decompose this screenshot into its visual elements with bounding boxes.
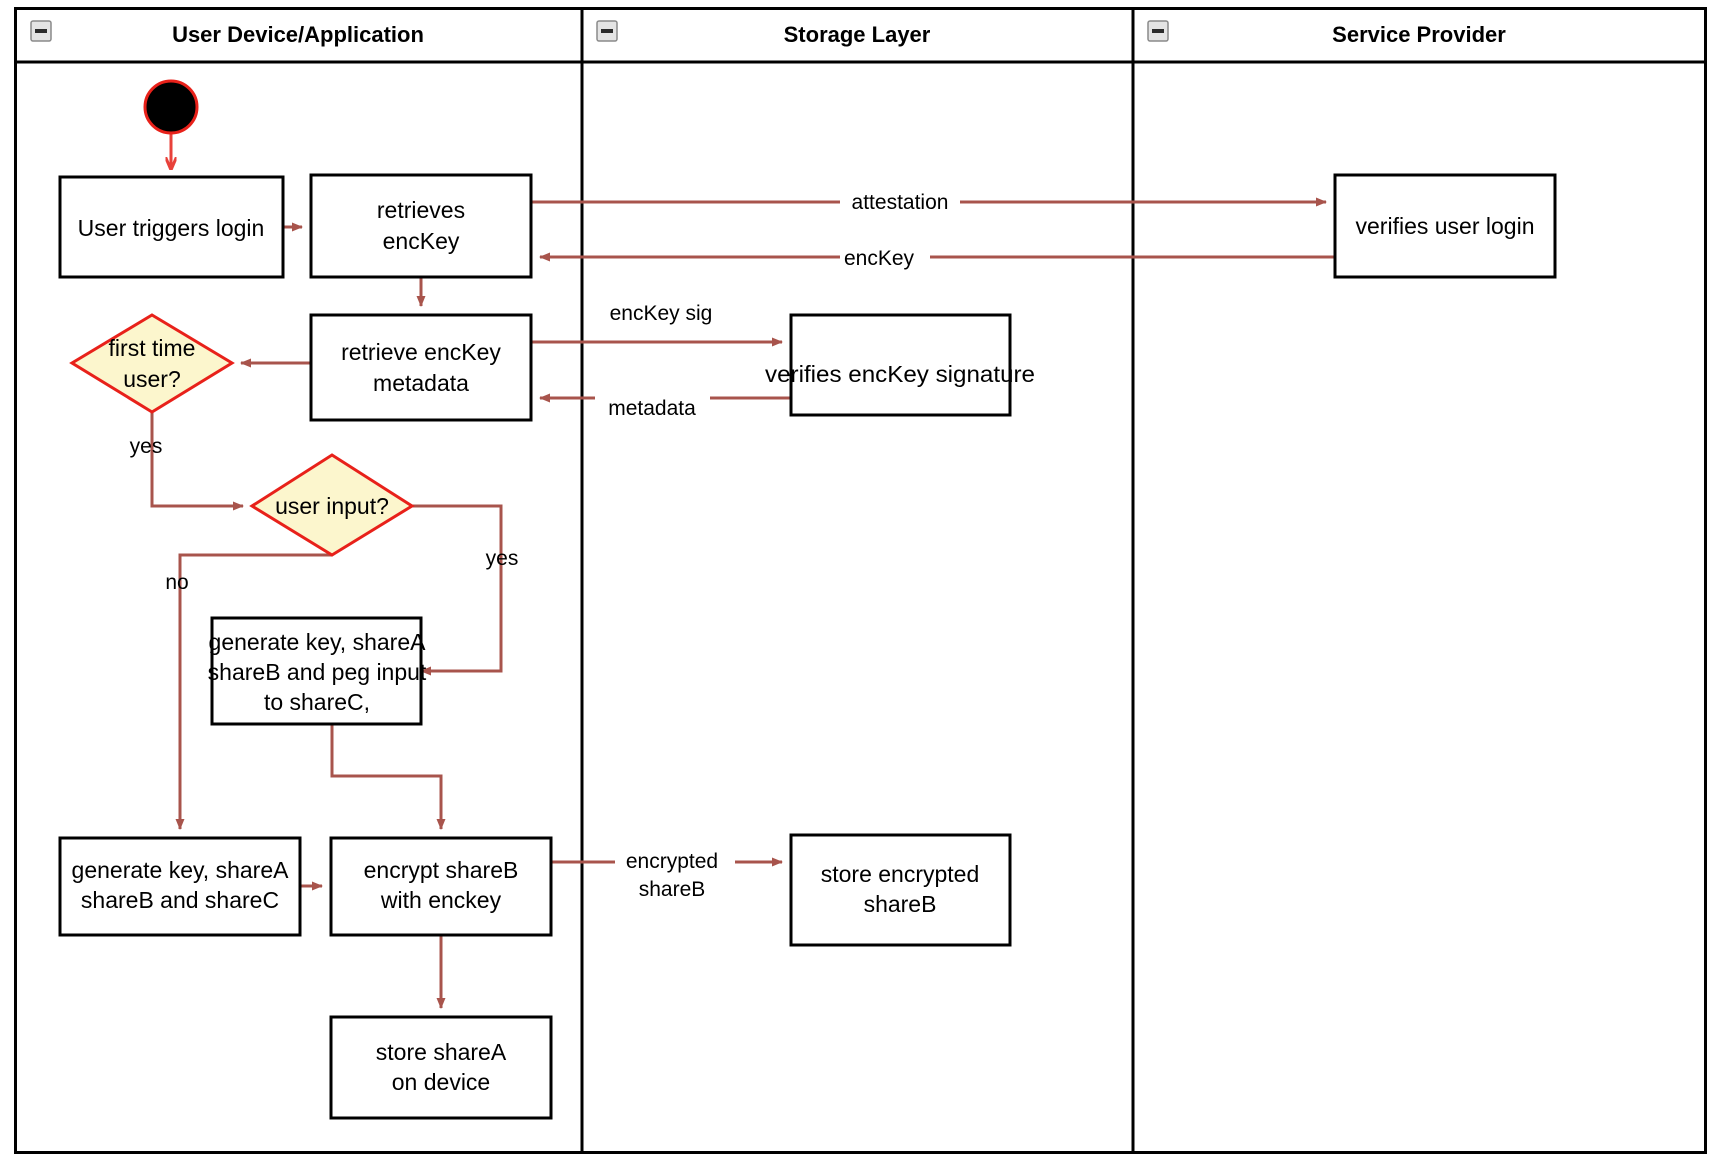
edge-label-encrypted-shareb-line1: encrypted bbox=[626, 850, 718, 873]
node-label-store-sharea-line1: store shareA bbox=[376, 1039, 507, 1065]
edge-label-backdrop-attestation bbox=[840, 190, 960, 214]
node-user-triggers-login[interactable]: User triggers login bbox=[58, 175, 285, 279]
node-label-verifies-enckey-signature: verifies encKey signature bbox=[765, 361, 1035, 387]
node-generate-peg-input[interactable]: generate key, shareA shareB and peg inpu… bbox=[208, 616, 427, 726]
edge-label-backdrop-enckey-sig bbox=[600, 300, 720, 326]
node-label-store-encrypted-shareb-line2: shareB bbox=[864, 891, 937, 917]
edge-user-input-yes bbox=[412, 504, 503, 676]
edge-label-backdrop-metadata bbox=[595, 396, 710, 422]
edge-label-enckey-sig: encKey sig bbox=[610, 302, 713, 325]
node-label-first-time-user-line1: first time bbox=[109, 335, 196, 361]
lane-header-user-device: User Device/Application bbox=[30, 20, 424, 47]
edge-label-enckey: encKey bbox=[844, 247, 915, 270]
node-encrypt-shareb[interactable]: encrypt shareB with enckey bbox=[329, 836, 553, 937]
node-label-generate-sharec-line2: shareB and shareC bbox=[81, 887, 279, 913]
node-label-peg-input-line2: shareB and peg input bbox=[208, 659, 427, 685]
node-first-time-user-decision[interactable]: first time user? bbox=[69, 313, 235, 414]
minus-square-icon[interactable] bbox=[596, 20, 618, 42]
lane-header-service-provider: Service Provider bbox=[1147, 20, 1506, 47]
node-label-store-sharea-line2: on device bbox=[392, 1069, 490, 1095]
node-verifies-enckey-signature[interactable]: verifies encKey signature bbox=[765, 313, 1035, 417]
edge-label-attestation: attestation bbox=[852, 191, 949, 214]
node-label-generate-sharec-line1: generate key, shareA bbox=[72, 857, 290, 883]
edge-first-time-user-yes bbox=[150, 412, 244, 511]
edge-label-metadata: metadata bbox=[608, 397, 696, 420]
edge-layer: attestation encKey encKey sig metadata y… bbox=[130, 126, 1335, 1009]
lane-title-service-provider: Service Provider bbox=[1332, 22, 1506, 47]
node-retrieve-enckey-metadata[interactable]: retrieve encKey metadata bbox=[309, 313, 533, 422]
edge-label-no-user-input: no bbox=[165, 571, 188, 594]
node-label-retrieve-metadata-line1: retrieve encKey bbox=[341, 339, 501, 365]
node-label-user-triggers-login: User triggers login bbox=[78, 215, 265, 241]
node-verifies-user-login[interactable]: verifies user login bbox=[1333, 173, 1557, 279]
lane-header-storage: Storage Layer bbox=[596, 20, 931, 47]
node-label-encrypt-shareb-line1: encrypt shareB bbox=[364, 857, 519, 883]
node-generate-sharec[interactable]: generate key, shareA shareB and shareC bbox=[58, 836, 302, 937]
node-retrieves-enckey[interactable]: retrieves encKey bbox=[309, 173, 533, 279]
edge-label-backdrop-encrypted-shareb bbox=[615, 840, 735, 896]
minus-square-icon[interactable] bbox=[1147, 20, 1169, 42]
edge-peg-input-to-encrypt bbox=[330, 724, 446, 830]
node-label-verifies-user-login: verifies user login bbox=[1356, 213, 1535, 239]
node-label-encrypt-shareb-line2: with enckey bbox=[380, 887, 502, 913]
edge-user-input-no bbox=[175, 553, 332, 830]
node-label-peg-input-line1: generate key, shareA bbox=[209, 629, 427, 655]
minus-square-icon[interactable] bbox=[30, 20, 52, 42]
node-label-user-input: user input? bbox=[275, 493, 389, 519]
node-user-input-decision[interactable]: user input? bbox=[249, 453, 415, 557]
edge-label-yes-first-time: yes bbox=[130, 435, 163, 458]
edge-label-backdrop-enckey bbox=[840, 246, 930, 270]
node-label-retrieve-metadata-line2: metadata bbox=[373, 370, 469, 396]
node-label-retrieves-enckey-line1: retrieves bbox=[377, 197, 465, 223]
node-label-first-time-user-line2: user? bbox=[123, 366, 181, 392]
edge-label-encrypted-shareb-line2: shareB bbox=[639, 878, 706, 901]
node-store-encrypted-shareb[interactable]: store encrypted shareB bbox=[789, 833, 1012, 947]
node-label-store-encrypted-shareb-line1: store encrypted bbox=[821, 861, 980, 887]
node-store-sharea[interactable]: store shareA on device bbox=[329, 1015, 553, 1120]
node-label-retrieves-enckey-line2: encKey bbox=[383, 228, 460, 254]
lane-title-user-device: User Device/Application bbox=[172, 22, 424, 47]
initial-node[interactable] bbox=[143, 79, 199, 135]
node-label-peg-input-line3: to shareC, bbox=[264, 689, 370, 715]
lane-title-storage: Storage Layer bbox=[784, 22, 931, 47]
edge-label-yes-user-input: yes bbox=[486, 547, 519, 570]
